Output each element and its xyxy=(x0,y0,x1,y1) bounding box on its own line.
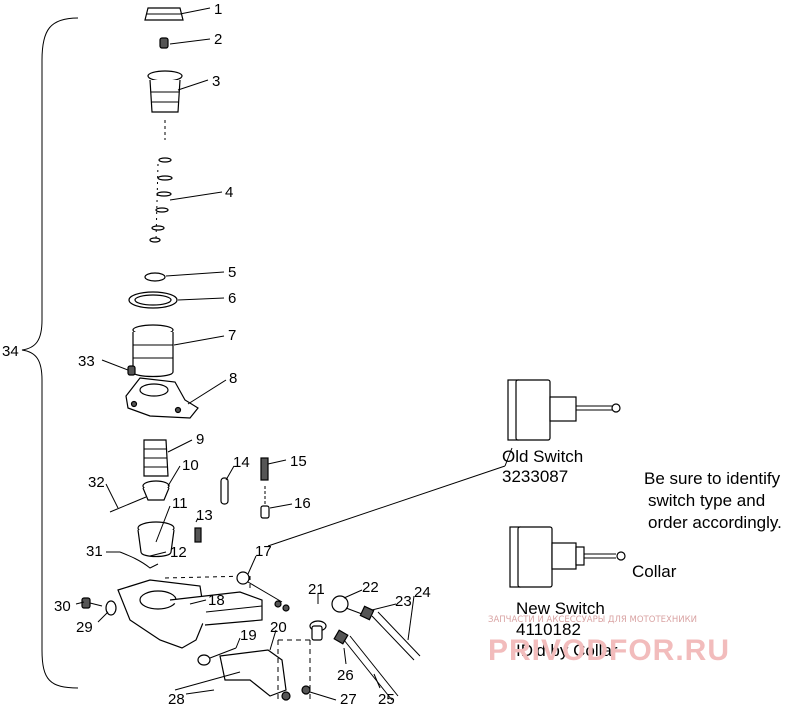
callout-7: 7 xyxy=(228,327,236,344)
switch-leader-line xyxy=(267,465,506,547)
part-20-bracket xyxy=(219,639,311,700)
part-3-bushing xyxy=(147,70,183,113)
callout-22: 22 xyxy=(362,579,379,596)
part-5-oring xyxy=(144,272,166,282)
callout-8: 8 xyxy=(229,370,237,387)
callout-4: 4 xyxy=(225,184,233,201)
leader-lines xyxy=(75,7,415,701)
part-9-spring xyxy=(143,439,169,477)
part-24-rod xyxy=(371,611,421,661)
callout-31: 31 xyxy=(86,543,103,560)
collar-label: Collar xyxy=(632,562,677,581)
part-14-pin xyxy=(220,477,229,505)
callout-14: 14 xyxy=(233,454,250,471)
notice-line-1: Be sure to identify xyxy=(644,469,781,488)
callout-27: 27 xyxy=(340,691,357,707)
part-21-eyebolt xyxy=(309,620,327,641)
part-30-bolt xyxy=(81,597,103,609)
callout-29: 29 xyxy=(76,619,93,636)
callout-10: 10 xyxy=(182,457,199,474)
watermark-site: PRIVODFOR.RU xyxy=(488,634,730,667)
part-2-screw xyxy=(159,37,169,49)
part-15-spring xyxy=(260,457,269,481)
part-4-spring xyxy=(149,120,173,243)
new-switch-drawing xyxy=(509,526,626,588)
callout-16: 16 xyxy=(294,495,311,512)
old-switch-label: Old Switch xyxy=(502,447,583,466)
notice-line-2: switch type and xyxy=(648,491,765,510)
callout-17: 17 xyxy=(255,543,272,560)
part-18-housing xyxy=(117,575,263,649)
callout-21: 21 xyxy=(308,581,325,598)
part-29-washer xyxy=(105,600,117,616)
callout-12: 12 xyxy=(170,544,187,561)
notice-line-3: order accordingly. xyxy=(648,513,782,532)
part-22-tie-rod-end xyxy=(331,595,363,615)
new-switch-part-number: 4110182 xyxy=(516,620,581,639)
callout-13: 13 xyxy=(196,507,213,524)
callout-9: 9 xyxy=(196,431,204,448)
callout-20: 20 xyxy=(270,619,287,636)
part-16-plunger xyxy=(260,486,270,519)
part-32-pin xyxy=(109,496,147,513)
callout-34: 34 xyxy=(2,343,19,360)
new-switch-id-note: ID'd by Collar xyxy=(516,641,618,660)
callout-28: 28 xyxy=(168,691,185,707)
part-8-flange xyxy=(125,377,199,419)
callout-25: 25 xyxy=(378,691,395,707)
new-switch-label: New Switch xyxy=(516,599,605,618)
callout-2: 2 xyxy=(214,31,222,48)
part-12-clip xyxy=(119,551,159,569)
assembly-bracket xyxy=(21,17,79,689)
part-10-valve xyxy=(142,480,170,501)
part-1-cap xyxy=(144,7,184,21)
part-6-seal-ring xyxy=(128,291,178,309)
old-switch-drawing xyxy=(507,379,621,441)
watermark-tagline: ЗАПЧАСТИ И АКСЕССУАРЫ ДЛЯ МОТОТЕХНИКИ xyxy=(488,615,697,625)
callout-23: 23 xyxy=(395,593,412,610)
callout-33: 33 xyxy=(78,353,95,370)
part-33-screw xyxy=(127,365,136,376)
callout-26: 26 xyxy=(337,667,354,684)
callout-19: 19 xyxy=(240,627,257,644)
callout-15: 15 xyxy=(290,453,307,470)
part-13-spring xyxy=(194,527,202,543)
callout-32: 32 xyxy=(88,474,105,491)
callout-numbers: 1 2 3 4 5 6 7 8 9 10 11 12 13 14 15 16 1… xyxy=(2,1,431,707)
callout-5: 5 xyxy=(228,264,236,281)
part-28-link xyxy=(174,671,241,691)
callout-24: 24 xyxy=(414,584,431,601)
callout-18: 18 xyxy=(208,592,225,609)
callout-6: 6 xyxy=(228,290,236,307)
callout-1: 1 xyxy=(214,1,222,18)
part-23-nut xyxy=(359,605,375,621)
part-25-rod xyxy=(343,635,399,701)
callout-30: 30 xyxy=(54,598,71,615)
part-11-sleeve xyxy=(137,521,175,558)
old-switch-part-number: 3233087 xyxy=(502,467,568,486)
part-7-plunger xyxy=(132,324,174,378)
callout-11: 11 xyxy=(172,495,188,512)
part-27-nuts xyxy=(281,685,311,701)
part-17-switch-stub xyxy=(236,571,290,612)
part-19-fitting xyxy=(197,647,237,666)
callout-3: 3 xyxy=(212,73,220,90)
